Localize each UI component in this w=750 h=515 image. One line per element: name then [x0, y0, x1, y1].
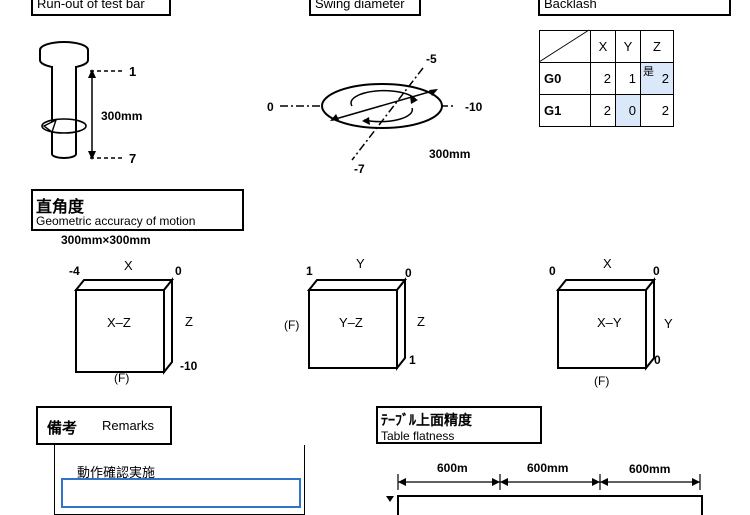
remarks-subtitle: Remarks — [102, 418, 155, 433]
runout-bottom-value: 7 — [129, 151, 137, 166]
runout-label: Run-out of test bar — [37, 0, 145, 11]
swing-drawing — [280, 67, 455, 161]
remarks-text: 動作確認実施 — [77, 465, 156, 480]
box-xz-br: -10 — [180, 359, 198, 373]
box-yz-br: 1 — [409, 353, 416, 367]
box-xy-name: X–Y — [597, 315, 622, 330]
diagonal-line — [538, 29, 590, 63]
box-xy-tr: 0 — [653, 264, 660, 278]
box-xz-tr: 0 — [175, 264, 182, 278]
swing-right: -10 — [465, 100, 483, 114]
box-yz-ref: (F) — [284, 318, 300, 332]
g1-y: 0 — [615, 94, 641, 127]
backlash-label: Backlash — [544, 0, 597, 11]
remarks-input-field[interactable] — [61, 478, 301, 508]
box-xz-name: X–Z — [107, 315, 131, 330]
flatness-seg-3: 600mm — [629, 462, 671, 476]
flatness-seg-1: 600m — [437, 461, 468, 475]
squareness-subtitle: Geometric accuracy of motion — [36, 214, 196, 228]
swing-left: 0 — [267, 100, 274, 114]
box-xy-drawing — [555, 277, 657, 371]
flatness-header: ﾃｰﾌﾞﾙ上面精度 Table flatness — [376, 406, 542, 444]
test-bar-drawing — [39, 41, 125, 160]
backlash-table-wrap: X Y Z G0 2 1 是 2 G1 2 0 2 — [538, 29, 674, 127]
remarks-title: 備考 — [47, 420, 78, 437]
corner-cell — [539, 30, 591, 63]
box-yz-drawing — [306, 277, 408, 371]
row-g1-label: G1 — [539, 94, 591, 127]
flatness-subtitle: Table flatness — [381, 429, 455, 443]
swing-label: Swing diameter — [315, 0, 405, 11]
box-xy-top-axis: X — [603, 256, 612, 271]
box-xz-side-axis: Z — [185, 314, 193, 329]
squareness-title: 直角度 — [36, 199, 85, 216]
remarks-box: 動作確認実施 — [54, 445, 305, 515]
header-y: Y — [615, 30, 641, 63]
backlash-table: X Y Z G0 2 1 是 2 G1 2 0 2 — [539, 30, 674, 127]
swing-header: Swing diameter — [309, 0, 421, 16]
runout-top-value: 1 — [129, 64, 137, 79]
g1-z: 2 — [640, 94, 674, 127]
flatness-title: ﾃｰﾌﾞﾙ上面精度 — [381, 412, 472, 428]
g0-x: 2 — [590, 62, 616, 95]
flatness-seg-2: 600mm — [527, 461, 569, 475]
squareness-size: 300mm×300mm — [61, 233, 151, 247]
header-x: X — [590, 30, 616, 63]
backlash-header: Backlash — [538, 0, 731, 16]
row-g0-label: G0 — [539, 62, 591, 95]
g1-x: 2 — [590, 94, 616, 127]
swing-diameter: 300mm — [429, 147, 471, 161]
box-yz-tl: 1 — [306, 264, 313, 278]
box-xy-br: 0 — [654, 353, 661, 367]
box-xy-ref: (F) — [594, 374, 610, 388]
box-xy-side-axis: Y — [664, 316, 673, 331]
swing-top: -5 — [426, 52, 437, 66]
box-yz-top-axis: Y — [356, 256, 365, 271]
box-xz-tl: -4 — [69, 264, 80, 278]
squareness-header: 直角度 Geometric accuracy of motion — [31, 189, 244, 231]
header-z: Z — [640, 30, 674, 63]
g0-y: 1 — [615, 62, 641, 95]
g0-z-value: 2 — [661, 71, 669, 86]
box-xz-top-axis: X — [124, 258, 133, 273]
g0-z-note: 是 — [643, 66, 654, 78]
runout-length: 300mm — [101, 109, 143, 123]
box-xz-drawing — [73, 277, 175, 375]
box-yz-side-axis: Z — [417, 314, 425, 329]
g0-z: 是 2 — [640, 62, 674, 95]
swing-bottom: -7 — [354, 162, 365, 176]
runout-header: Run-out of test bar — [31, 0, 171, 16]
box-yz-tr: 0 — [405, 266, 412, 280]
flatness-dimension-drawing — [386, 474, 703, 515]
box-xz-ref: (F) — [114, 371, 130, 385]
remarks-header: 備考 Remarks — [36, 406, 172, 445]
box-yz-name: Y–Z — [339, 315, 363, 330]
box-xy-tl: 0 — [549, 264, 556, 278]
